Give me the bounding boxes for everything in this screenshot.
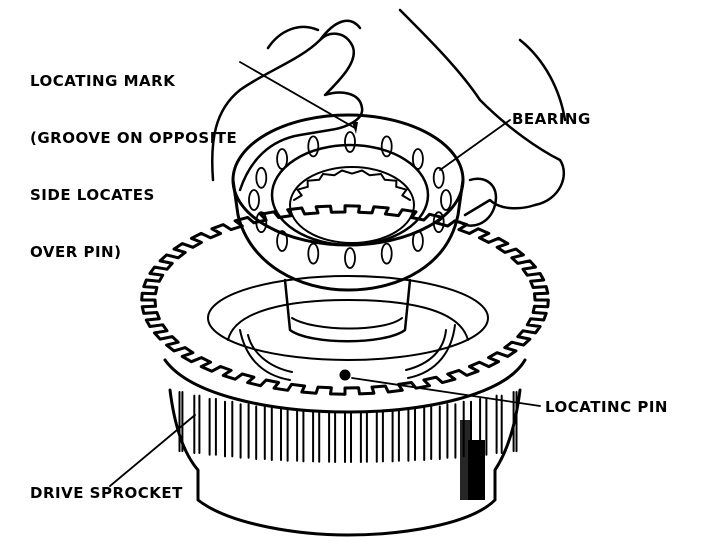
locating-mark-line-3: SIDE LOCATES [30, 186, 155, 204]
drum-tooth [208, 397, 217, 456]
drum-tooth [270, 407, 282, 461]
bearing-spline-edge [293, 169, 411, 201]
drum-tooth [397, 408, 410, 462]
right-hand-fingers [458, 38, 567, 227]
locating-mark-line-1: LOCATING MARK [30, 72, 176, 90]
locating-mark-line-2: (GROOVE ON OPPOSITE [30, 129, 238, 147]
drum-tooth [365, 410, 378, 463]
bearing-bore [289, 166, 415, 244]
bearing-label: BEARING [512, 110, 591, 128]
drive-sprocket [140, 204, 550, 537]
bearing-outer-race-side [231, 178, 465, 292]
drum-tooth [255, 405, 266, 460]
drive-sprocket-leader [109, 414, 196, 487]
bearing-roller [276, 148, 289, 170]
inner-bearing-right [405, 324, 456, 379]
drum-tooth [414, 407, 426, 461]
bearing-roller [248, 189, 260, 211]
drum-tooth [193, 394, 201, 454]
locating-pin-leader [351, 377, 541, 407]
locating-pin [339, 369, 351, 381]
sprocket-drum-left [168, 388, 350, 537]
bearing-roller [307, 242, 320, 265]
shaft-body [283, 278, 412, 343]
bearing-roller [411, 230, 424, 252]
hands [210, 8, 567, 227]
sprocket-hub-well [227, 299, 469, 341]
bearing-roller [344, 247, 356, 269]
bearing-roller [380, 242, 393, 265]
drum-tooth [430, 405, 441, 460]
left-hand-fingers [266, 19, 362, 50]
bearing-roller [411, 148, 424, 170]
drum-tooth [446, 403, 457, 459]
drum-tooth [381, 409, 394, 463]
drum-tooth [286, 408, 299, 462]
bearing-roller [255, 166, 268, 189]
bearing-leader [439, 119, 511, 171]
drum-tooth [334, 411, 346, 463]
bearing-roller [380, 135, 393, 158]
bearing-roller [432, 211, 445, 234]
drum-tooth [495, 394, 503, 454]
locating-mark-line-4: OVER PIN) [30, 243, 122, 261]
right-hand [398, 8, 566, 217]
drum-tooth [350, 411, 362, 463]
drum-tooth [178, 391, 184, 453]
leader-lines [109, 61, 541, 487]
locating-mark-leader [239, 61, 356, 129]
bearing-inner-race [270, 143, 430, 247]
shaft [239, 278, 456, 381]
bearing-roller [276, 230, 289, 252]
bearing-roller [307, 135, 320, 158]
drum-tooth [302, 409, 315, 463]
drive-sprocket-label: DRIVE SPROCKET [30, 484, 183, 502]
bearing-roller [440, 189, 452, 211]
sprocket-shadow [468, 440, 485, 500]
sprocket-inner-rim [207, 275, 489, 361]
bearing-rollers [248, 131, 452, 269]
sprocket-tooth-ring [140, 204, 550, 396]
bearing-roller [344, 131, 356, 153]
left-hand [210, 32, 364, 192]
sprocket-shadow-stripe [460, 420, 470, 500]
bearing-roller [255, 211, 268, 234]
locating-pin-label: LOCATINC PIN [545, 398, 668, 416]
sprocket-drum-teeth [178, 391, 518, 463]
drum-tooth [239, 403, 250, 459]
locating-mark-label: LOCATING MARK (GROOVE ON OPPOSITE SIDE L… [30, 34, 237, 300]
sprocket-front-rim [163, 358, 527, 414]
drum-tooth [318, 410, 331, 463]
bearing [231, 113, 465, 292]
bearing-outer-race-top [231, 113, 465, 247]
drum-tooth [224, 400, 234, 458]
shaft-collar [291, 317, 403, 330]
inner-bearing-left [239, 329, 293, 381]
bearing-roller [432, 166, 445, 189]
